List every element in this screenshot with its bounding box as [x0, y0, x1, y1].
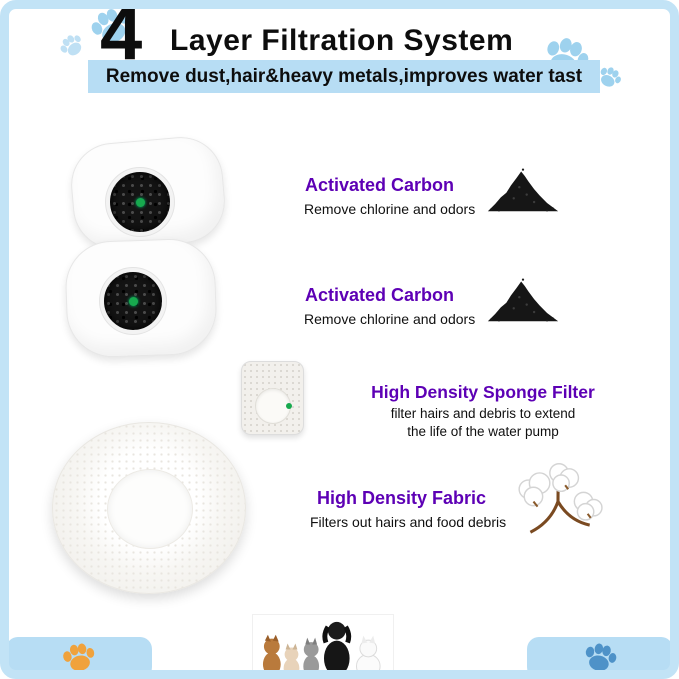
carbon-granules-icon [486, 166, 560, 214]
subtitle-banner: Remove dust,hair&heavy metals,improves w… [88, 60, 600, 93]
sponge-circle [255, 388, 292, 424]
sponge-filter-graphic [241, 361, 304, 435]
annotation-desc-fabric: Filters out hairs and food debris [310, 514, 507, 530]
fabric-inner-circle [107, 469, 193, 549]
carbon-window-top [106, 168, 174, 236]
annotation-desc-activated-carbon-1: Remove chlorine and odors [304, 201, 476, 217]
paw-icon [52, 26, 91, 65]
cotton-boll-icon [512, 460, 604, 538]
annotation-block-sponge: High Density Sponge Filter filter hairs … [352, 382, 614, 439]
annotation-heading-fabric: High Density Fabric [317, 488, 487, 508]
layer-count-number: 4 [100, 0, 143, 76]
green-indicator-dot [128, 296, 138, 306]
fabric-filter-disc [52, 422, 246, 594]
pets-photo [252, 614, 394, 679]
annotation-desc-sponge-line2: the life of the water pump [407, 424, 559, 439]
annotation-desc-activated-carbon-2: Remove chlorine and odors [304, 311, 476, 327]
paw-icon [56, 635, 101, 679]
paw-icon [577, 635, 622, 679]
annotation-heading-sponge: High Density Sponge Filter [371, 382, 595, 402]
annotation-heading-activated-carbon-2: Activated Carbon [305, 285, 455, 305]
green-indicator-dot [135, 197, 145, 207]
subtitle-text: Remove dust,hair&heavy metals,improves w… [105, 65, 583, 87]
bottom-right-decoration [527, 637, 673, 679]
carbon-granules-icon [486, 276, 560, 324]
page-title: Layer Filtration System [170, 24, 514, 57]
green-indicator-dot [286, 403, 292, 409]
carbon-window-bottom [100, 268, 166, 334]
annotation-desc-sponge-line1: filter hairs and debris to extend [390, 406, 576, 421]
annotation-heading-activated-carbon-1: Activated Carbon [305, 175, 455, 195]
bottom-left-decoration [6, 637, 152, 679]
